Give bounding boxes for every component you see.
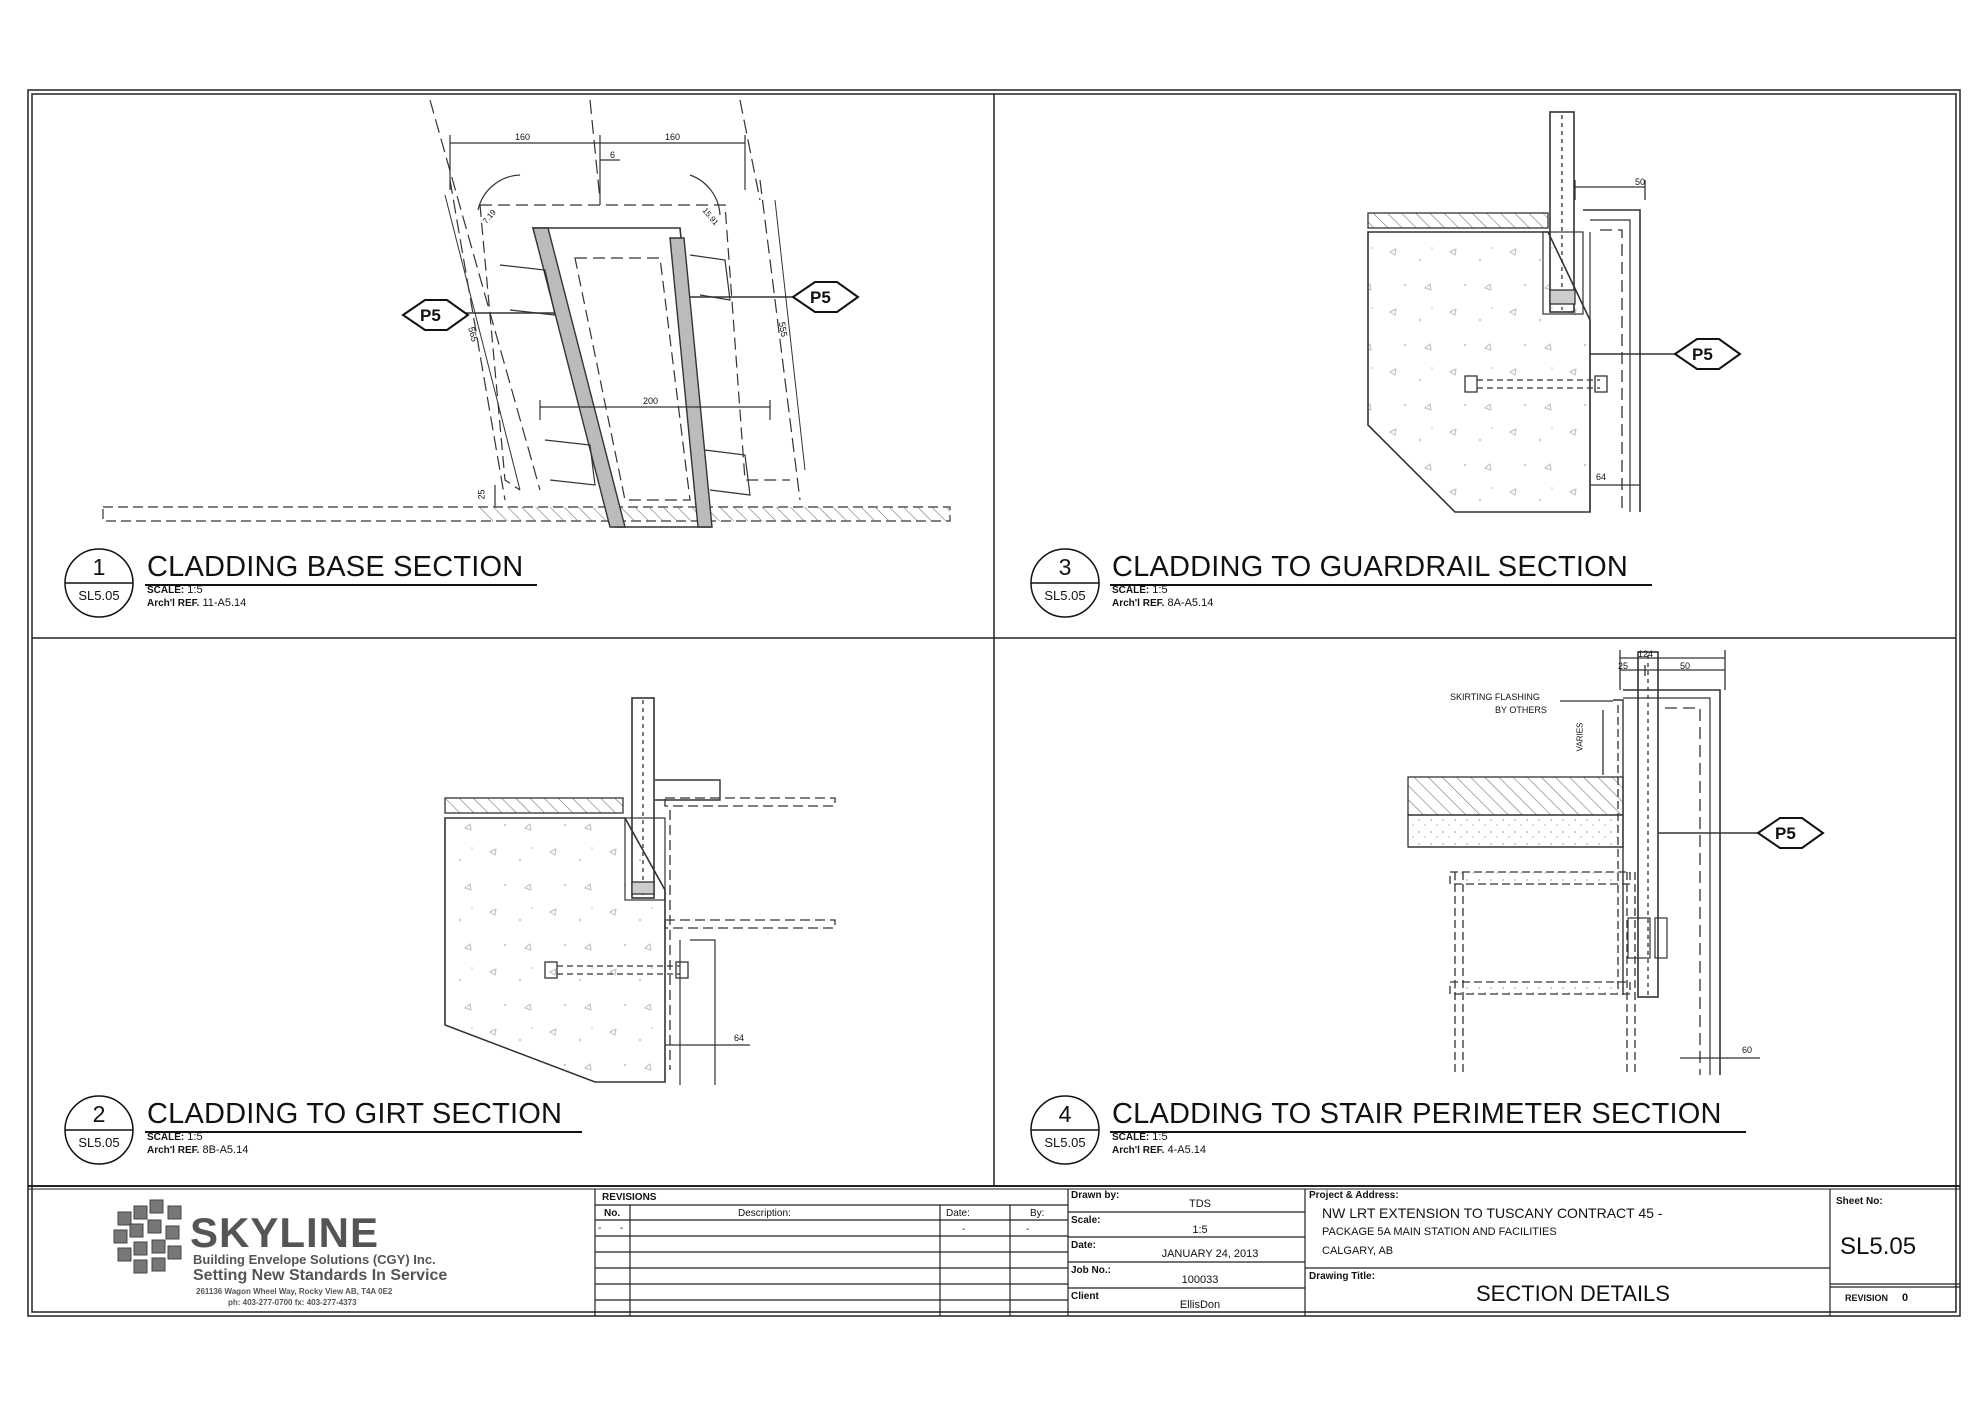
tag-p5-label: P5	[810, 288, 831, 307]
detail-3-number: 3	[1058, 554, 1072, 580]
revisions-row1-date: -	[962, 1224, 966, 1235]
company-subtitle: Building Envelope Solutions (CGY) Inc.	[193, 1252, 436, 1267]
drawn-by-label: Drawn by:	[1071, 1190, 1120, 1201]
dim-555: 555	[776, 321, 790, 338]
detail-1-number: 1	[92, 554, 106, 580]
dim-50-stair: 50	[1680, 661, 1691, 671]
dim-200: 200	[643, 396, 659, 406]
detail-2-number: 2	[92, 1101, 106, 1127]
drawing-title-label: Drawing Title:	[1309, 1271, 1375, 1282]
detail-3-tag-p5	[1673, 338, 1742, 370]
date-value: JANUARY 24, 2013	[1161, 1248, 1259, 1260]
company-phone: ph: 403-277-0700 fx: 403-277-4373	[228, 1298, 357, 1307]
revisions-col-desc: Description:	[738, 1208, 791, 1219]
note-varies: VARIES	[1575, 722, 1585, 752]
project-label: Project & Address:	[1309, 1190, 1399, 1201]
client-value: EllisDon	[1179, 1299, 1221, 1311]
drawing-title: SECTION DETAILS	[1476, 1281, 1670, 1306]
detail-2-drawing	[444, 697, 836, 1085]
detail-3-arch-ref: Arch'l REF. 8A-A5.14	[1112, 597, 1214, 609]
revisions-col-date: Date:	[946, 1208, 970, 1219]
dim-64-girt: 64	[734, 1033, 745, 1043]
revisions-header: REVISIONS	[602, 1192, 657, 1203]
detail-4-arch-ref: Arch'l REF. 4-A5.14	[1112, 1144, 1206, 1156]
detail-1-title: CLADDING BASE SECTION	[147, 551, 524, 583]
detail-3-sheet-ref: SL5.05	[1044, 588, 1086, 603]
project-line-1: NW LRT EXTENSION TO TUSCANY CONTRACT 45 …	[1322, 1205, 1663, 1221]
tag-p5-label: P5	[1692, 345, 1713, 364]
revision-label: REVISION	[1845, 1293, 1889, 1303]
scale-value: 1:5	[1192, 1224, 1208, 1236]
detail-2-sheet-ref: SL5.05	[78, 1135, 120, 1150]
dim-25-stair: 25	[1618, 661, 1629, 671]
detail-3-scale: SCALE: 1:5	[1112, 584, 1168, 596]
drawn-by-value: TDS	[1189, 1198, 1211, 1210]
date-label: Date:	[1071, 1240, 1097, 1251]
note-skirting-line2: BY OTHERS	[1495, 705, 1547, 715]
tag-p5-label: P5	[420, 306, 441, 325]
tag-p5-label: P5	[1775, 824, 1796, 843]
detail-4-sheet-ref: SL5.05	[1044, 1135, 1086, 1150]
company-slogan: Setting New Standards In Service	[193, 1267, 448, 1284]
note-skirting-line1: SKIRTING FLASHING	[1450, 692, 1540, 702]
job-value: 100033	[1181, 1274, 1219, 1286]
dim-6: 6	[610, 150, 616, 160]
title-block-lines	[594, 1189, 1960, 1316]
sheet-no-value: SL5.05	[1840, 1233, 1917, 1260]
detail-2-arch-ref: Arch'l REF. 8B-A5.14	[147, 1144, 249, 1156]
detail-2-title: CLADDING TO GIRT SECTION	[147, 1098, 563, 1130]
project-line-3: CALGARY, AB	[1322, 1245, 1394, 1257]
dim-124: 124	[1638, 649, 1654, 659]
detail-1-drawing	[102, 99, 951, 528]
scale-label: Scale:	[1071, 1215, 1101, 1226]
sheet-no-label: Sheet No:	[1836, 1196, 1883, 1207]
revision-value: 0	[1902, 1292, 1909, 1304]
client-label: Client	[1071, 1291, 1099, 1302]
detail-4-scale: SCALE: 1:5	[1112, 1131, 1168, 1143]
revisions-row1-no: -	[598, 1223, 602, 1234]
dim-160-right: 160	[665, 132, 681, 142]
company-address: 261136 Wagon Wheel Way, Rocky View AB, T…	[196, 1287, 393, 1296]
dim-64-guardrail: 64	[1596, 472, 1607, 482]
revisions-col-by: By:	[1030, 1208, 1045, 1219]
dim-60: 60	[1742, 1045, 1753, 1055]
skyline-cube-logo	[113, 1199, 182, 1274]
detail-1-tag-p5-left	[401, 299, 470, 331]
detail-3-title: CLADDING TO GUARDRAIL SECTION	[1112, 551, 1629, 583]
detail-3-drawing	[1367, 111, 1675, 513]
dim-50-guardrail: 50	[1635, 177, 1646, 187]
dim-25-base: 25	[476, 489, 487, 500]
dim-160-left: 160	[515, 132, 531, 142]
company-name: SKYLINE	[190, 1209, 380, 1256]
detail-1-sheet-ref: SL5.05	[78, 588, 120, 603]
detail-4-tag-p5	[1756, 817, 1825, 849]
detail-1-arch-ref: Arch'l REF. 11-A5.14	[147, 597, 247, 609]
project-line-2: PACKAGE 5A MAIN STATION AND FACILITIES	[1322, 1226, 1557, 1238]
sheet-border	[27, 89, 1961, 1317]
detail-bubbles	[64, 548, 1746, 1165]
job-label: Job No.:	[1071, 1265, 1111, 1276]
detail-2-scale: SCALE: 1:5	[147, 1131, 203, 1143]
detail-4-number: 4	[1058, 1101, 1072, 1127]
detail-4-title: CLADDING TO STAIR PERIMETER SECTION	[1112, 1098, 1722, 1130]
revisions-row1-no2: -	[620, 1223, 624, 1234]
revisions-col-no: No.	[604, 1208, 621, 1219]
revisions-row1-by: -	[1026, 1224, 1030, 1235]
detail-1-tag-p5-right	[791, 281, 860, 313]
detail-4-drawing	[1407, 650, 1760, 1075]
detail-1-scale: SCALE: 1:5	[147, 584, 203, 596]
